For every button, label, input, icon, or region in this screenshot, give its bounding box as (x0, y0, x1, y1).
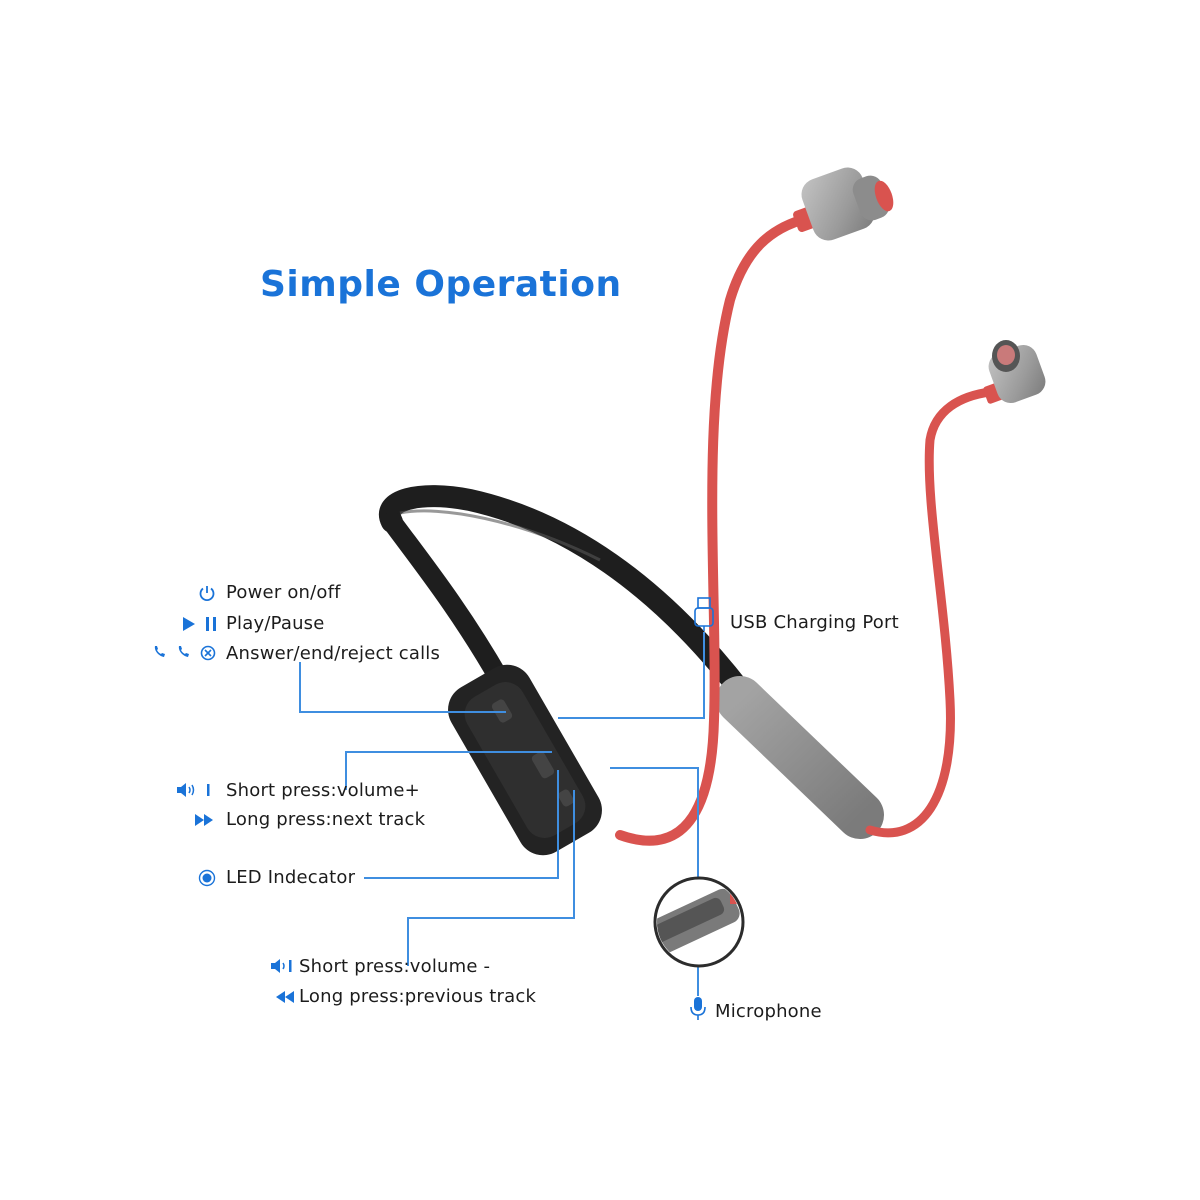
volume-up-icon (177, 783, 195, 797)
pause-icon (206, 617, 216, 631)
callout-led (364, 770, 559, 879)
callout-microphone (610, 767, 699, 880)
usb-icon (694, 597, 714, 631)
volume-down-label: Short press:volume - (299, 956, 491, 977)
microphone-closeup (653, 876, 745, 968)
reject-call-icon (200, 645, 216, 661)
right-battery-module (716, 676, 884, 839)
callout-volume-up (345, 751, 552, 790)
neckband (379, 485, 766, 721)
next-track-label: Long press:next track (226, 809, 426, 830)
microphone-icon (690, 997, 706, 1020)
left-earbud-cable (615, 213, 813, 846)
callout-lines (299, 632, 705, 996)
usb-label: USB Charging Port (730, 612, 899, 633)
led-label: LED Indecator (226, 867, 356, 888)
neckband-left-arm (382, 512, 510, 690)
led-icon (198, 869, 216, 887)
page-title: Simple Operation (260, 264, 622, 305)
volume-up-label: Short press:volume+ (226, 780, 420, 801)
previous-track-icon (276, 991, 294, 1003)
next-track-icon (195, 814, 213, 826)
right-earbud-cable (865, 387, 995, 838)
play-icon (183, 617, 195, 631)
callout-volume-down (407, 790, 575, 966)
calls-label: Answer/end/reject calls (226, 643, 441, 664)
power-label: Power on/off (226, 582, 341, 603)
right-earbud (983, 340, 1046, 404)
answer-call-icon (154, 646, 165, 657)
microphone-label: Microphone (715, 1001, 822, 1022)
play-pause-label: Play/Pause (226, 613, 325, 634)
power-icon (199, 586, 215, 602)
volume-down-icon (271, 959, 292, 973)
callout-usb (558, 632, 705, 719)
control-box (448, 664, 602, 856)
left-earbud (793, 167, 894, 241)
callout-power (299, 662, 506, 713)
previous-track-label: Long press:previous track (299, 986, 537, 1007)
volume-up-mark-icon (207, 784, 210, 796)
end-call-icon (178, 646, 189, 657)
